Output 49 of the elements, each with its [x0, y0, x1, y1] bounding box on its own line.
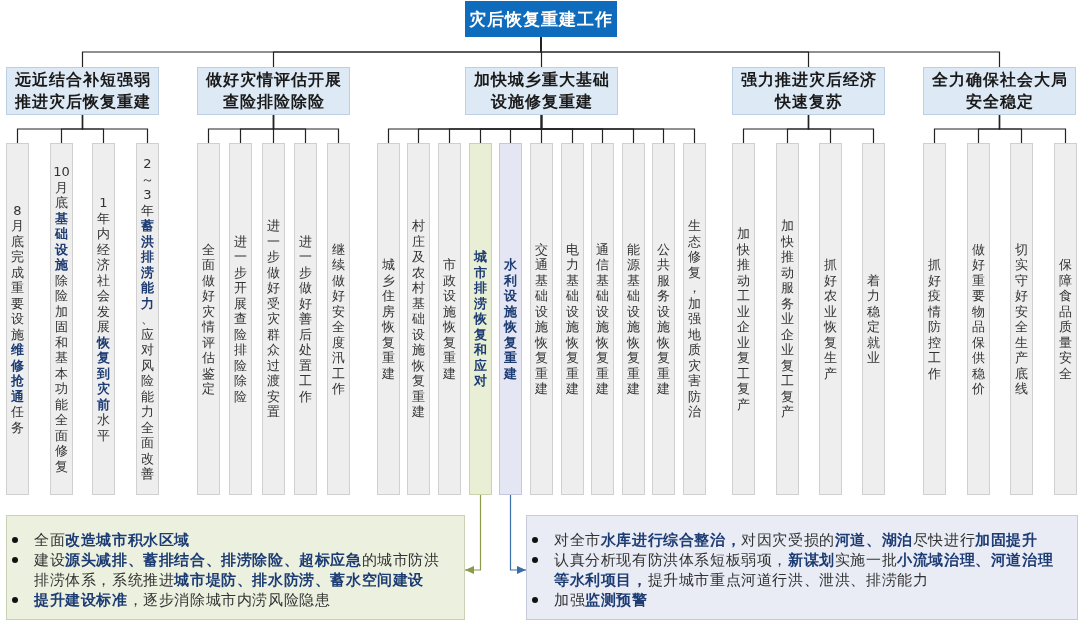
bullet-text: 对全市水库进行综合整治，对因灾受损的河道、湖泊尽快进行加固提升 — [554, 530, 1039, 550]
task-column: 着力稳定就业 — [862, 143, 885, 495]
task-column: 市政设施恢复重建 — [438, 143, 461, 495]
task-column: 1年内经济社会发展恢复到灾前水平 — [92, 143, 115, 495]
root-box: 灾后恢复重建工作 — [465, 1, 617, 37]
bullet-text: 提升建设标准，逐步消除城市内涝风险隐患 — [34, 590, 332, 610]
bullet-text: 认真分析现有防洪体系短板弱项，新谋划实施一批小流域治理、河道治理等水利项目，提升城市重点河道行洪、泄洪、排涝能力 — [554, 550, 1055, 590]
task-column: 生态修复，加强地质灾害防治 — [683, 143, 706, 495]
task-column: 切实守好安全生产底线 — [1010, 143, 1033, 495]
task-column: 村庄及农村基础设施恢复重建 — [407, 143, 430, 495]
task-column: 抓好农业恢复生产 — [819, 143, 842, 495]
task-column: 电力基础设施恢复重建 — [561, 143, 584, 495]
task-column: 通信基础设施恢复重建 — [591, 143, 614, 495]
connector-line — [272, 114, 340, 144]
detail-panel — [6, 515, 465, 620]
task-column: 城市排涝恢复和应对 — [469, 143, 492, 495]
category-box: 加快城乡重大基础设施修复重建 — [465, 67, 618, 115]
task-column: 10月底基础设施除险加固和基本功能全面修复 — [50, 143, 73, 495]
task-column: 8月底完成重要设施维修抢通任务 — [6, 143, 29, 495]
bullet-text: 建设源头减排、蓄排结合、排涝除险、超标应急的城市防洪排涝体系，系统推进城市堤防、排水防涝、蓄水空间建设 — [34, 550, 441, 590]
task-column: 公共服务设施恢复重建 — [652, 143, 675, 495]
bullet-text: 全面改造城市积水区域 — [34, 530, 191, 550]
category-box: 全力确保社会大局安全稳定 — [923, 67, 1076, 115]
bullet-text: 加强监测预警 — [554, 590, 649, 610]
task-column: 全面做好灾情评估鉴定 — [197, 143, 220, 495]
task-column: 2～3年蓄洪排涝能力、应对风险能力全面改善 — [136, 143, 159, 495]
task-column: 进一步开展查险排险除险 — [229, 143, 252, 495]
connector-line — [998, 114, 1067, 144]
task-column: 保障食品质量安全 — [1054, 143, 1077, 495]
connector-line — [81, 114, 149, 144]
connector-line — [807, 114, 875, 144]
arrow — [464, 494, 482, 575]
task-column: 水利设施恢复重建 — [499, 143, 522, 495]
detail-panel — [526, 515, 1078, 620]
task-column: 进一步做好受灾群众过渡安置 — [262, 143, 285, 495]
task-column: 继续做好安全度汛工作 — [327, 143, 350, 495]
arrow — [509, 494, 527, 575]
task-column: 进一步做好善后处置工作 — [294, 143, 317, 495]
task-column: 加快推动工业企业复工复产 — [732, 143, 755, 495]
connector-line — [540, 114, 696, 144]
category-box: 远近结合补短强弱推进灾后恢复重建 — [6, 67, 159, 115]
task-column: 做好重要物品保供稳价 — [967, 143, 990, 495]
task-column: 抓好疫情防控工作 — [923, 143, 946, 495]
category-box: 做好灾情评估开展查险排险除险 — [197, 67, 350, 115]
task-column: 能源基础设施恢复重建 — [622, 143, 645, 495]
task-column: 城乡住房恢复重建 — [377, 143, 400, 495]
task-column: 加快推动服务业企业复工复产 — [776, 143, 799, 495]
category-box: 强力推进灾后经济快速复苏 — [732, 67, 885, 115]
task-column: 交通基础设施恢复重建 — [530, 143, 553, 495]
